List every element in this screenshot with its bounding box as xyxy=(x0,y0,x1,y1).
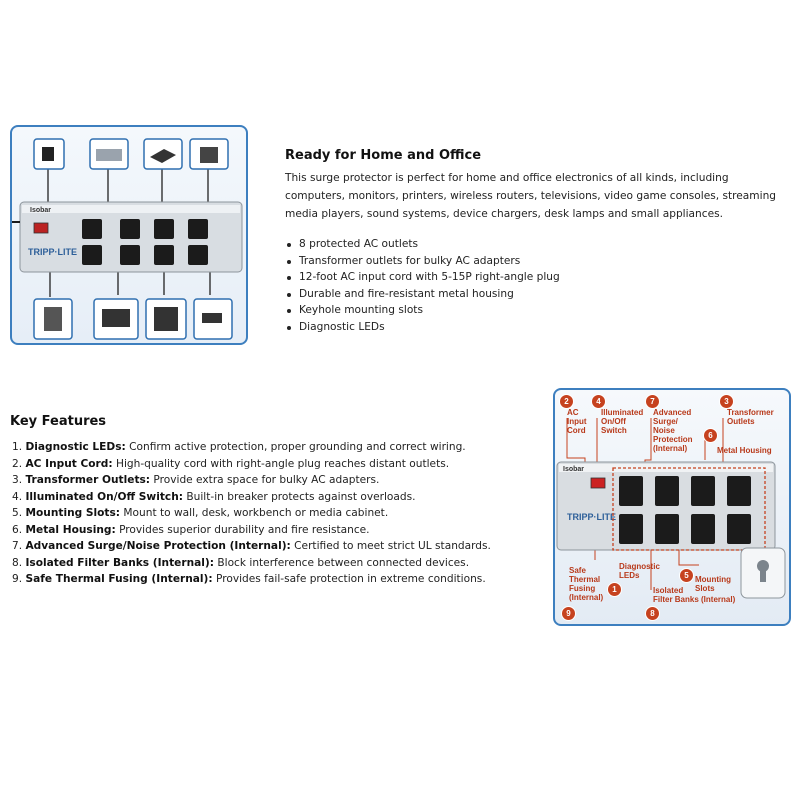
feature-term: Transformer Outlets: xyxy=(25,474,151,486)
feature-number: 8. xyxy=(12,556,23,569)
device-icons-top xyxy=(33,138,229,170)
callout-badge: 1 xyxy=(607,582,622,597)
callout-badge: 8 xyxy=(645,606,660,621)
feature-item: 8. Isolated Filter Banks (Internal): Blo… xyxy=(10,555,530,572)
callout-label: Illuminated On/Off Switch xyxy=(601,408,644,435)
bullet-item: 8 protected AC outlets xyxy=(285,236,785,253)
feature-term: Mounting Slots: xyxy=(25,507,121,519)
surge-protector-with-devices-illustration: Isobar TRIPP·LITE xyxy=(12,138,243,340)
feature-term: Diagnostic LEDs: xyxy=(25,441,126,453)
callout-badge: 7 xyxy=(645,394,660,409)
callout-label: Mounting Slots xyxy=(695,575,731,593)
feature-term: Isolated Filter Banks (Internal): xyxy=(25,556,214,569)
svg-text:Isobar: Isobar xyxy=(30,207,51,214)
callout-label: Safe Thermal Fusing (Internal) xyxy=(569,566,604,602)
key-features-section: Key Features 1. Diagnostic LEDs: Confirm… xyxy=(10,414,530,588)
key-features-list: 1. Diagnostic LEDs: Confirm active prote… xyxy=(10,439,530,588)
callout-badge: 3 xyxy=(719,394,734,409)
section-heading: Ready for Home and Office xyxy=(285,148,482,163)
callout-label: Isolated Filter Banks (Internal) xyxy=(653,586,736,604)
intro-paragraph: This surge protector is perfect for home… xyxy=(285,172,777,220)
feature-desc: Built-in breaker protects against overlo… xyxy=(182,490,416,503)
bullet-item: Keyhole mounting slots xyxy=(285,302,785,319)
callout-badge: 5 xyxy=(679,568,694,583)
svg-text:TRIPP·LITE: TRIPP·LITE xyxy=(28,247,77,257)
feature-bullet-list: 8 protected AC outlets Transformer outle… xyxy=(285,236,785,335)
feature-item: 7. Advanced Surge/Noise Protection (Inte… xyxy=(10,538,530,555)
feature-item: 1. Diagnostic LEDs: Confirm active prote… xyxy=(10,439,530,456)
callout-badge: 6 xyxy=(703,428,718,443)
callout-badge: 4 xyxy=(591,394,606,409)
feature-desc: Confirm active protection, proper ground… xyxy=(125,441,466,453)
feature-number: 4. xyxy=(12,490,23,503)
feature-desc: Provides fail-safe protection in extreme… xyxy=(212,573,486,585)
feature-item: 9. Safe Thermal Fusing (Internal): Provi… xyxy=(10,571,530,588)
feature-desc: High-quality cord with right-angle plug … xyxy=(112,457,450,470)
svg-text:TRIPP·LITE: TRIPP·LITE xyxy=(567,512,616,522)
feature-term: Safe Thermal Fusing (Internal): xyxy=(25,573,213,585)
callout-label: Advanced Surge/ Noise Protection (Intern… xyxy=(653,408,693,453)
feature-desc: Provide extra space for bulky AC adapter… xyxy=(150,474,380,486)
device-icons-bottom xyxy=(33,298,233,340)
feature-desc: Provides superior durability and fire re… xyxy=(115,523,370,536)
feature-item: 3. Transformer Outlets: Provide extra sp… xyxy=(10,472,530,489)
feature-number: 6. xyxy=(12,523,23,536)
callout-label: AC Input Cord xyxy=(567,408,587,435)
feature-term: Illuminated On/Off Switch: xyxy=(25,490,183,503)
feature-number: 3. xyxy=(12,474,23,486)
product-image-devices: Isobar TRIPP·LITE xyxy=(10,125,248,345)
feature-desc: Certified to meet strict UL standards. xyxy=(290,540,491,552)
surge-protector-diagram: Isobar TRIPP·LITE xyxy=(556,418,786,599)
feature-number: 1. xyxy=(12,441,23,453)
feature-item: 6. Metal Housing: Provides superior dura… xyxy=(10,522,530,539)
feature-item: 4. Illuminated On/Off Switch: Built-in b… xyxy=(10,489,530,506)
bullet-item: Diagnostic LEDs xyxy=(285,319,785,336)
feature-number: 5. xyxy=(12,507,23,519)
feature-item: 2. AC Input Cord: High-quality cord with… xyxy=(10,456,530,473)
feature-desc: Block interference between connected dev… xyxy=(213,556,470,569)
feature-term: Advanced Surge/Noise Protection (Interna… xyxy=(25,540,291,552)
svg-text:Isobar: Isobar xyxy=(563,466,584,473)
feature-term: AC Input Cord: xyxy=(25,457,113,470)
ready-for-home-section: Ready for Home and Office This surge pro… xyxy=(285,148,785,335)
callout-label: Metal Housing xyxy=(717,446,772,455)
bullet-item: Durable and fire-resistant metal housing xyxy=(285,286,785,303)
feature-item: 5. Mounting Slots: Mount to wall, desk, … xyxy=(10,505,530,522)
callout-badge: 9 xyxy=(561,606,576,621)
power-strip: Isobar TRIPP·LITE xyxy=(12,201,243,273)
key-features-heading: Key Features xyxy=(10,414,107,429)
bullet-item: 12-foot AC input cord with 5-15P right-a… xyxy=(285,269,785,286)
feature-callout-diagram: Isobar TRIPP·LITE 2 AC Input Cord 4 Illu… xyxy=(553,388,791,626)
callout-label: Transformer Outlets xyxy=(727,408,774,426)
feature-term: Metal Housing: xyxy=(25,523,116,536)
feature-number: 9. xyxy=(12,573,23,585)
bullet-item: Transformer outlets for bulky AC adapter… xyxy=(285,253,785,270)
feature-desc: Mount to wall, desk, workbench or media … xyxy=(120,507,389,519)
feature-number: 7. xyxy=(12,540,23,552)
feature-number: 2. xyxy=(12,457,23,470)
callout-badge: 2 xyxy=(559,394,574,409)
callout-label: Diagnostic LEDs xyxy=(619,562,660,580)
